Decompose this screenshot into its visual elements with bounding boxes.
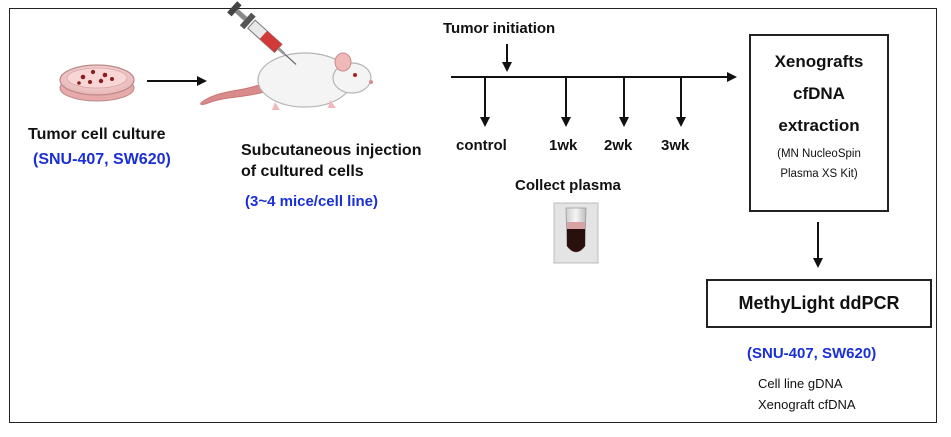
- tumor-initiation-label: Tumor initiation: [443, 20, 556, 37]
- xenograft-box-line2: cfDNA: [793, 84, 845, 103]
- step1-cell-lines: (SNU-407, SW620): [33, 151, 171, 168]
- mouse-injection-icon: [200, 1, 373, 110]
- xenograft-box-line3: extraction: [778, 116, 860, 135]
- kit-line2: Plasma XS Kit): [780, 168, 858, 180]
- ddpcr-title: MethyLight ddPCR: [738, 293, 900, 313]
- timepoint-label-1wk: 1wk: [549, 137, 578, 154]
- xenograft-extraction-box: Xenografts cfDNA extraction (MN NucleoSp…: [749, 34, 889, 212]
- step2-title-line1: Subcutaneous injection: [241, 142, 422, 159]
- plasma-tube-icon: [553, 202, 599, 264]
- step2-title-line2: of cultured cells: [241, 163, 364, 180]
- ddpcr-cell-lines: (SNU-407, SW620): [747, 345, 877, 362]
- collect-plasma-label: Collect plasma: [515, 177, 621, 194]
- figure-frame: [9, 8, 937, 423]
- timepoint-label-3wk: 3wk: [661, 137, 690, 154]
- step1-title: Tumor cell culture: [28, 126, 166, 143]
- sample-cell-line-gdna: Cell line gDNA: [758, 376, 843, 391]
- ddpcr-box: MethyLight ddPCR: [706, 279, 932, 328]
- petri-dish-icon: [59, 64, 135, 102]
- xenograft-box-line1: Xenografts: [774, 52, 864, 71]
- timepoint-label-control: control: [456, 137, 507, 154]
- kit-line1: (MN NucleoSpin: [777, 148, 861, 160]
- step2-detail: (3~4 mice/cell line): [245, 193, 378, 210]
- timepoint-label-2wk: 2wk: [604, 137, 633, 154]
- sample-xenograft-cfdna: Xenograft cfDNA: [758, 397, 856, 412]
